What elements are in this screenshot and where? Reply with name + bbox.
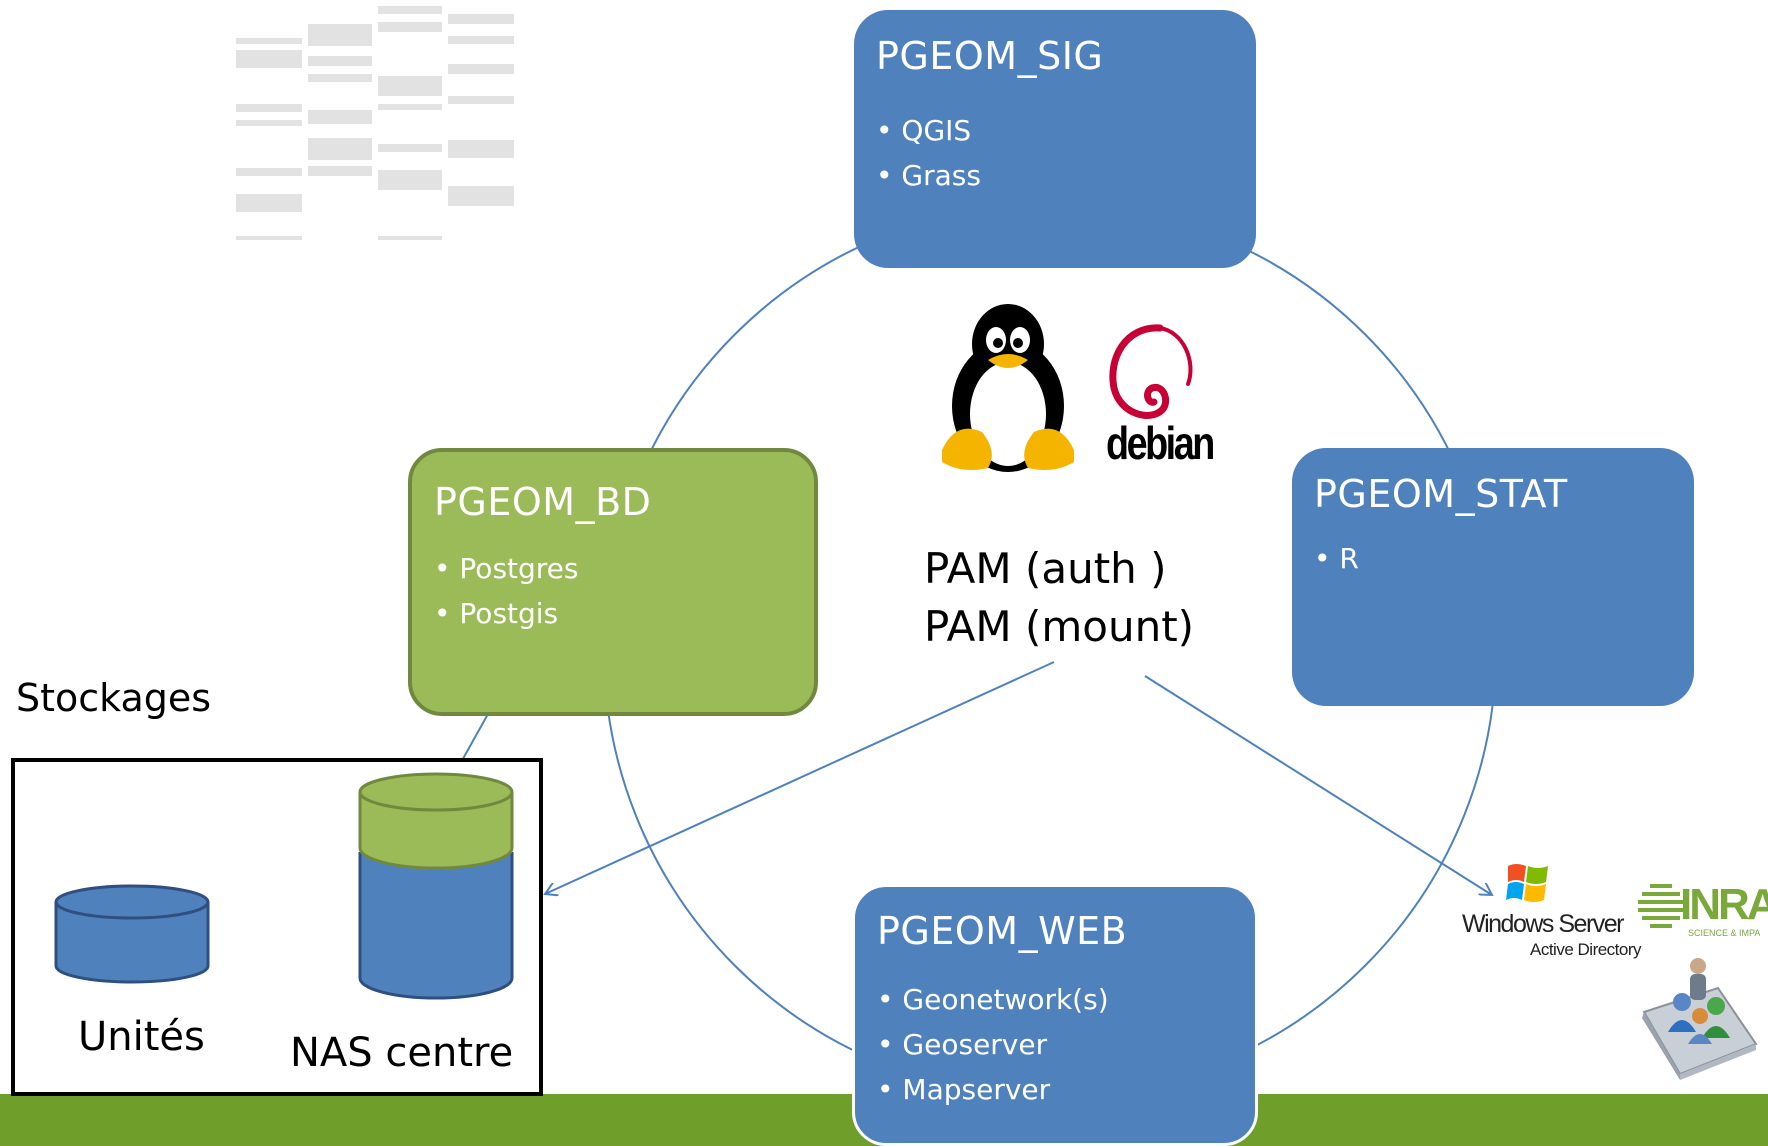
pgeom-web-title: PGEOM_WEB [877, 909, 1128, 953]
list-item: R [1314, 536, 1358, 581]
nas-label: NAS centre [290, 1030, 514, 1076]
windows-flag-icon [1506, 864, 1548, 902]
list-item: Geonetwork(s) [877, 977, 1108, 1022]
list-item: Geoserver [877, 1022, 1109, 1067]
unites-label: Unités [78, 1014, 205, 1060]
inra-globe-icon [1638, 884, 1684, 928]
pam-mount-label: PAM (mount) [924, 602, 1195, 651]
directory-users-icon [1642, 958, 1758, 1080]
arrow-pam-to-storage [545, 661, 1055, 894]
list-item: Postgis [434, 591, 579, 636]
windows-server-label: Windows Server [1462, 910, 1625, 938]
nas-database-icon [358, 772, 514, 1000]
pgeom-sig-box: PGEOM_SIG QGIS Grass [854, 10, 1256, 268]
pgeom-sig-list: QGIS Grass [876, 108, 981, 198]
pgeom-web-box: PGEOM_WEB Geonetwork(s) Geoserver Mapser… [852, 884, 1258, 1146]
list-item: Postgres [434, 546, 578, 591]
active-directory-label: Active Directory [1530, 940, 1642, 959]
pgeom-bd-title: PGEOM_BD [434, 480, 652, 524]
storage-heading: Stockages [16, 676, 212, 720]
pam-labels: PAM (auth ) PAM (mount) [924, 540, 1194, 656]
pgeom-stat-title: PGEOM_STAT [1314, 472, 1568, 516]
pgeom-stat-list: R [1314, 536, 1358, 581]
pgeom-web-list: Geonetwork(s) Geoserver Mapserver [877, 977, 1109, 1112]
unites-database-icon [54, 884, 210, 984]
pgeom-bd-list: Postgres Postgis [434, 546, 579, 636]
pgeom-bd-box: PGEOM_BD Postgres Postgis [408, 448, 818, 716]
inra-logo-text: INRA [1680, 880, 1768, 929]
list-item: Grass [876, 153, 981, 198]
list-item: Mapserver [877, 1067, 1109, 1112]
debian-logo-text: debian [1106, 417, 1215, 469]
inra-tagline: SCIENCE & IMPACT [1688, 928, 1760, 938]
pam-auth-label: PAM (auth ) [924, 544, 1167, 593]
list-item: QGIS [876, 108, 981, 153]
pgeom-stat-box: PGEOM_STAT R [1292, 448, 1694, 706]
tux-penguin-icon [942, 304, 1074, 472]
debian-swirl-icon [1109, 324, 1193, 419]
background-table-decoration [236, 6, 514, 240]
pgeom-sig-title: PGEOM_SIG [876, 34, 1104, 78]
arrow-pam-to-ad [1144, 675, 1492, 895]
